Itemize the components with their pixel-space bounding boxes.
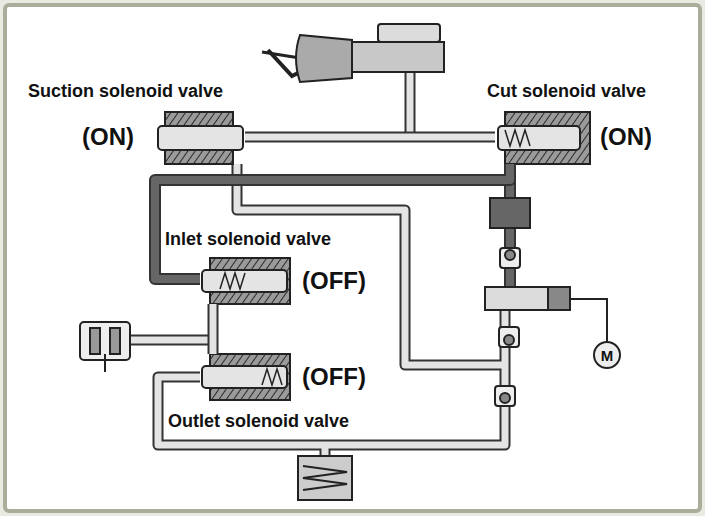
- valve-state: (ON): [82, 124, 134, 150]
- motor-label: M: [601, 348, 614, 363]
- pipe-fill: [210, 304, 217, 354]
- hydraulic-pipe: [213, 304, 214, 354]
- pipe-outline: [245, 132, 495, 143]
- valve-state: (OFF): [302, 268, 366, 294]
- valve-name: Inlet solenoid valve: [165, 230, 331, 250]
- valve-name: Suction solenoid valve: [28, 82, 223, 102]
- hydraulic-pipe: [245, 137, 495, 138]
- valve-name: Outlet solenoid valve: [168, 412, 349, 432]
- pump: [485, 287, 620, 368]
- pipe-outline: [208, 304, 219, 354]
- solenoid-valves: [158, 112, 590, 400]
- reservoir: [298, 456, 352, 500]
- solenoid-valve: Outlet solenoid valve(OFF): [200, 354, 292, 400]
- solenoid-valve: Cut solenoid valve(ON): [495, 112, 595, 164]
- solenoid-valve: Suction solenoid valve(ON): [155, 112, 245, 164]
- solenoid-valve: Inlet solenoid valve(OFF): [200, 258, 292, 304]
- valve-name: Cut solenoid valve: [487, 82, 646, 102]
- brake-pedal-and-booster: [262, 24, 444, 82]
- hydraulic-pipe: [155, 164, 510, 279]
- frame: [5, 5, 700, 511]
- valve-state: (ON): [600, 124, 652, 150]
- light-pipes: [130, 72, 505, 456]
- pipe-fill: [245, 134, 495, 141]
- pipe-fill: [155, 164, 510, 279]
- valve-state: (OFF): [302, 364, 366, 390]
- accumulator-block: [490, 198, 530, 228]
- motor-symbol: [594, 342, 620, 368]
- wheel-cylinder: [80, 322, 130, 372]
- dark-pipe: [510, 180, 511, 288]
- pipe-outline: [155, 164, 510, 279]
- check-valves: [495, 248, 520, 406]
